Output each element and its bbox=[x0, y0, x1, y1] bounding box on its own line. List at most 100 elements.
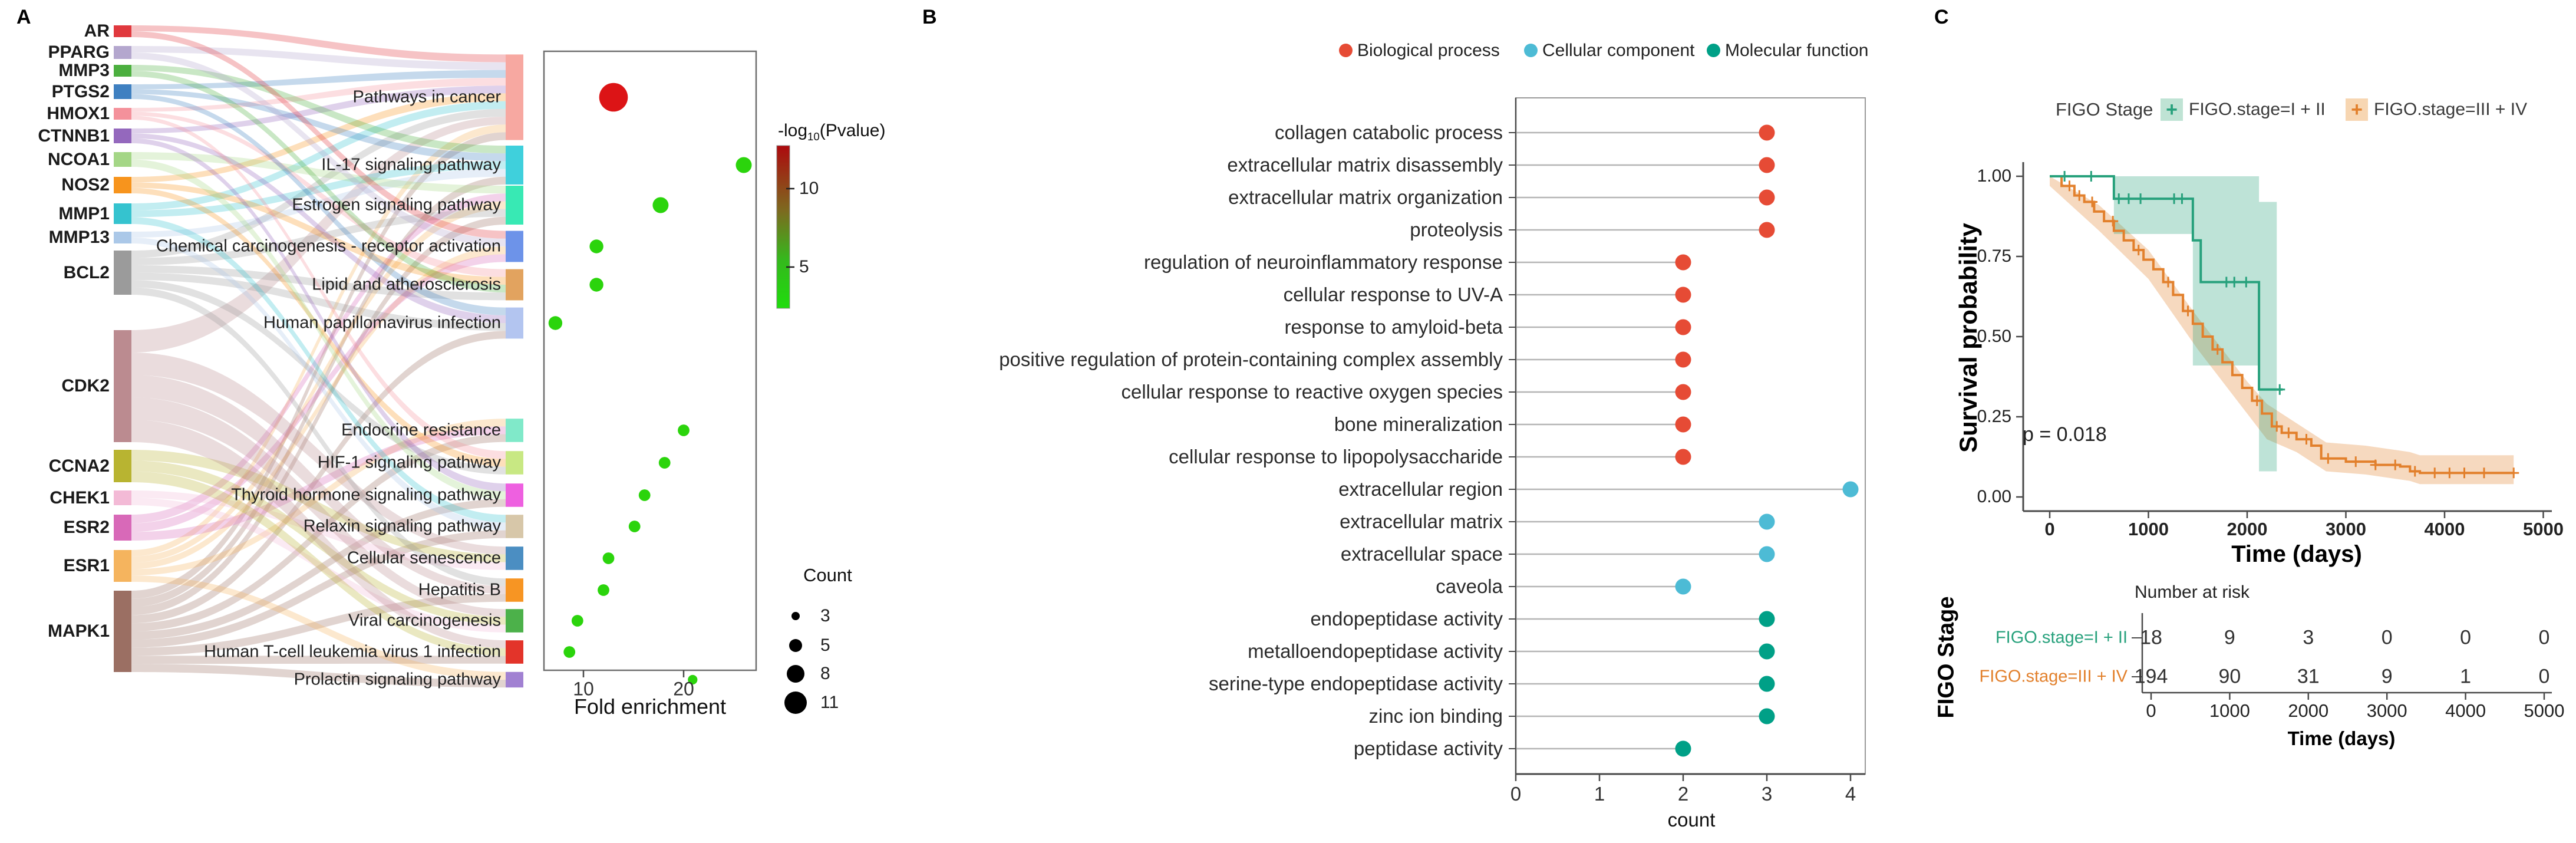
bubble-plot-frame bbox=[543, 50, 757, 671]
gene-label: PPARG bbox=[48, 42, 110, 62]
risk-table-x-tick-label: 5000 bbox=[2524, 700, 2565, 721]
risk-table-x-tick-label: 4000 bbox=[2445, 700, 2486, 721]
lollipop-dot bbox=[1675, 449, 1691, 465]
bubble-dot bbox=[688, 674, 698, 685]
colorbar-tick-label: 5 bbox=[799, 257, 809, 276]
pathway-label: Prolactin signaling pathway bbox=[293, 670, 501, 689]
figo-legend-title: FIGO Stage bbox=[2056, 99, 2153, 120]
lollipop-dot bbox=[1759, 157, 1775, 173]
go-term-label: zinc ion binding bbox=[1368, 705, 1503, 727]
sankey-ribbon bbox=[131, 52, 506, 246]
lollipop-dot bbox=[1759, 222, 1775, 238]
km-x-tick-label: 4000 bbox=[2424, 519, 2465, 539]
bubble-dot bbox=[652, 197, 669, 213]
pathway-node bbox=[506, 307, 523, 339]
gene-label: AR bbox=[84, 21, 110, 41]
pathway-node bbox=[506, 609, 523, 633]
bubble-x-tick-label: 20 bbox=[673, 678, 694, 700]
risk-count-value: 31 bbox=[2297, 665, 2320, 688]
sankey-ribbon bbox=[131, 133, 506, 324]
pathway-node bbox=[506, 186, 523, 225]
sankey-ribbon bbox=[131, 89, 506, 162]
sankey-ribbon bbox=[131, 272, 506, 331]
go-term-label: extracellular matrix bbox=[1340, 511, 1503, 532]
sankey-ribbon bbox=[131, 159, 506, 499]
sankey-ribbon bbox=[131, 93, 506, 183]
legend-dot-molecular-function bbox=[1707, 44, 1720, 57]
go-term-label: cellular response to UV-A bbox=[1283, 284, 1503, 305]
pathway-node bbox=[506, 578, 523, 602]
gene-label: NOS2 bbox=[61, 175, 110, 195]
gene-node bbox=[114, 450, 131, 482]
legend-label-molecular-function: Molecular function bbox=[1725, 41, 1869, 60]
km-ci-band-stage-3-4 bbox=[2050, 176, 2514, 485]
km-x-axis-title: Time (days) bbox=[2231, 541, 2362, 567]
gene-node bbox=[114, 203, 131, 224]
sankey-ribbon bbox=[131, 65, 506, 154]
panel-b-x-tick-label: 2 bbox=[1677, 783, 1689, 805]
gene-label: CCNA2 bbox=[48, 456, 110, 476]
risk-count-value: 90 bbox=[2218, 665, 2241, 688]
lollipop-dot bbox=[1759, 124, 1775, 141]
legend-label-cellular-component: Cellular component bbox=[1542, 41, 1695, 60]
gene-label: CHEK1 bbox=[50, 488, 110, 508]
lollipop-dot bbox=[1675, 578, 1691, 595]
count-legend-dot bbox=[789, 639, 802, 652]
gene-node bbox=[114, 108, 131, 120]
gene-node bbox=[114, 46, 131, 59]
sankey-ribbon bbox=[131, 94, 506, 315]
sankey-ribbon bbox=[131, 471, 506, 656]
bubble-dot bbox=[589, 239, 603, 253]
pathway-label: Lipid and atherosclerosis bbox=[312, 275, 501, 294]
go-term-label: regulation of neuroinflammatory response bbox=[1143, 251, 1503, 273]
risk-count-value: 0 bbox=[2460, 626, 2472, 649]
count-legend-value: 3 bbox=[820, 606, 830, 625]
sankey-ribbon bbox=[131, 490, 506, 570]
sankey-ribbon bbox=[131, 530, 506, 648]
pathway-label: Cellular senescence bbox=[347, 548, 501, 568]
lollipop-dot bbox=[1759, 643, 1775, 660]
pathway-node bbox=[506, 146, 523, 185]
go-term-label: endopeptidase activity bbox=[1310, 608, 1503, 630]
gene-node bbox=[114, 152, 131, 167]
pathway-node bbox=[506, 54, 523, 140]
panel-b-x-tick-label: 3 bbox=[1761, 783, 1773, 805]
risk-count-value: 1 bbox=[2460, 665, 2472, 688]
panel-b-x-axis-title: count bbox=[1667, 809, 1716, 831]
pathway-label: Hepatitis B bbox=[418, 580, 501, 600]
bubble-x-tick-label: 10 bbox=[573, 678, 594, 700]
pathway-node bbox=[506, 515, 523, 538]
bubble-dot bbox=[628, 521, 641, 532]
gene-label: MAPK1 bbox=[47, 621, 110, 641]
gene-label: CTNNB1 bbox=[38, 126, 110, 146]
gene-label: HMOX1 bbox=[47, 104, 110, 123]
sankey-ribbon bbox=[131, 594, 506, 656]
sankey-ribbon bbox=[131, 108, 506, 258]
bubble-dot bbox=[548, 316, 563, 330]
lollipop-dot bbox=[1675, 740, 1691, 757]
gene-label: MMP1 bbox=[58, 203, 110, 223]
pathway-label: Pathways in cancer bbox=[352, 87, 501, 107]
bubble-dot bbox=[638, 489, 651, 501]
sankey-ribbon bbox=[131, 25, 506, 62]
legend-dot-biological-process bbox=[1339, 44, 1353, 57]
go-term-label: proteolysis bbox=[1410, 219, 1503, 241]
bubble-dot bbox=[589, 278, 603, 292]
gene-node bbox=[114, 25, 131, 37]
figo-stage-2-swatch: + bbox=[2346, 98, 2368, 121]
sankey-ribbon bbox=[131, 101, 506, 210]
pathway-label: Viral carcinogenesis bbox=[348, 611, 501, 630]
risk-count-value: 0 bbox=[2381, 626, 2393, 649]
risk-count-value: 0 bbox=[2538, 626, 2550, 649]
go-term-label: positive regulation of protein-containin… bbox=[999, 348, 1503, 370]
risk-table-x-tick-label: 3000 bbox=[2366, 700, 2407, 721]
sankey-ribbon bbox=[131, 85, 506, 134]
sankey-ribbon bbox=[131, 353, 506, 555]
legend-label-biological-process: Biological process bbox=[1357, 41, 1500, 60]
pathway-label: Human papillomavirus infection bbox=[263, 313, 501, 332]
sankey-ribbon bbox=[131, 138, 506, 492]
panel-b-x-tick-label: 4 bbox=[1845, 783, 1856, 805]
pathway-label: Relaxin signaling pathway bbox=[303, 516, 501, 536]
pvalue-colorbar bbox=[776, 145, 790, 309]
